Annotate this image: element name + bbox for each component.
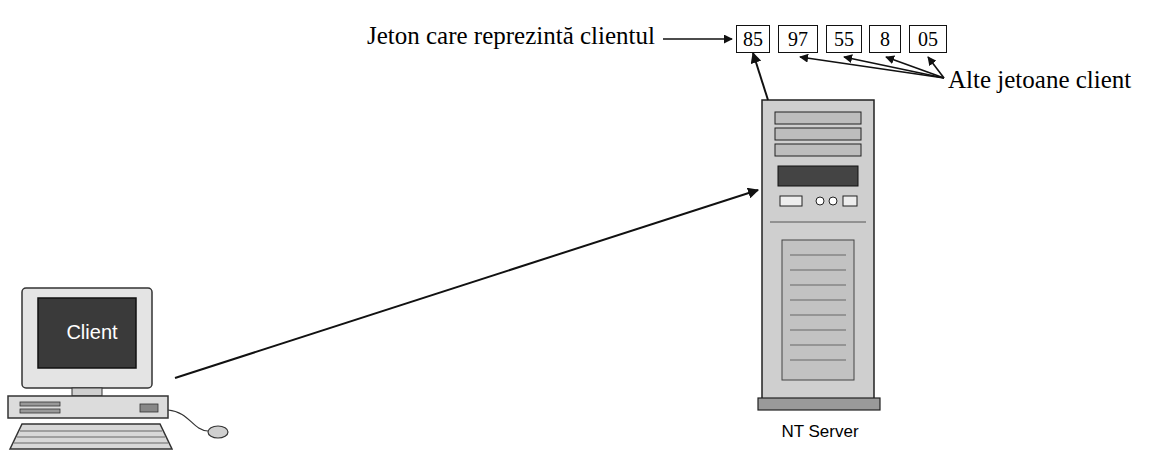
token-number: 8 [880, 28, 890, 50]
token-box: 55 [826, 25, 862, 53]
token-box: 8 [869, 25, 901, 53]
token-number: 85 [743, 28, 763, 50]
server-node: NT Server [758, 100, 882, 445]
server-tower-drawing [758, 100, 880, 410]
node-label: NT Server [758, 423, 882, 442]
token-box: 97 [778, 25, 818, 53]
token-box: 85 [736, 25, 770, 53]
token-number: 55 [834, 28, 854, 50]
token-number: 97 [788, 28, 808, 50]
callout-label: Alte jetoane client [948, 66, 1131, 94]
client-computer: Client [5, 285, 175, 451]
token-box: 05 [909, 25, 947, 53]
node-label: Client [38, 321, 146, 343]
arrow-connector [753, 53, 768, 100]
callout-label: Jeton care reprezintă clientul [367, 22, 655, 50]
arrow-connector [175, 190, 758, 378]
token-number: 05 [918, 28, 938, 50]
client-computer-drawing [8, 288, 228, 449]
